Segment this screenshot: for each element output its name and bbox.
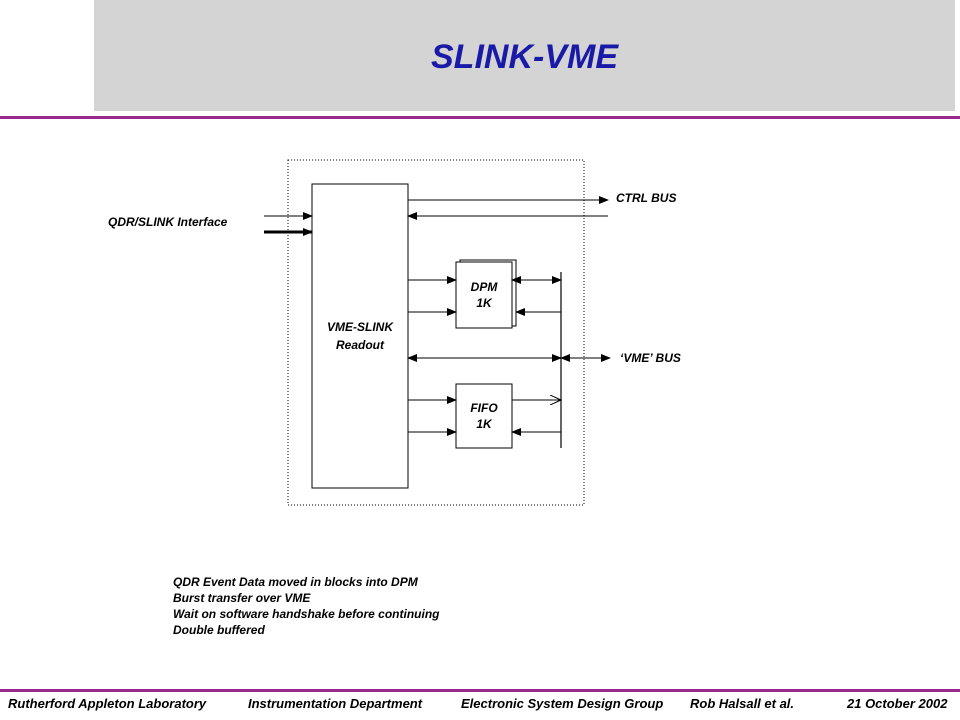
- fifo-block: [455, 383, 513, 449]
- slide-title: SLINK-VME: [431, 38, 618, 76]
- title-band: [94, 0, 955, 111]
- qdr-slink-interface-label: QDR/SLINK Interface: [108, 215, 228, 229]
- fifo-label-line1: FIFO: [470, 401, 498, 415]
- dpm-block: [455, 261, 513, 329]
- note-item: Double buffered: [173, 623, 265, 637]
- vme-bus-label: ‘VME’ BUS: [620, 351, 681, 365]
- enclosure-border: [287, 159, 585, 506]
- readout-label-line2: Readout: [336, 338, 385, 352]
- note-item: Burst transfer over VME: [173, 591, 311, 605]
- bottom-divider: [0, 689, 960, 692]
- footer-lab: Rutherford Appleton Laboratory: [8, 696, 207, 711]
- footer-group: Electronic System Design Group: [461, 696, 664, 711]
- footer-author: Rob Halsall et al.: [690, 696, 795, 711]
- footer-department: Instrumentation Department: [248, 696, 423, 711]
- top-divider: [0, 116, 960, 119]
- dpm-label-line1: DPM: [471, 280, 499, 294]
- note-item: Wait on software handshake before contin…: [173, 607, 440, 621]
- vme-slink-readout-block: [311, 183, 409, 489]
- notes-list: QDR Event Data moved in blocks into DPM …: [173, 574, 439, 638]
- ctrl-bus-label: CTRL BUS: [616, 191, 676, 205]
- footer-date: 21 October 2002: [847, 696, 948, 711]
- readout-label-line1: VME-SLINK: [327, 320, 394, 334]
- note-item: QDR Event Data moved in blocks into DPM: [173, 575, 418, 589]
- fifo-label-line2: 1K: [476, 417, 493, 431]
- dpm-label-line2: 1K: [476, 296, 493, 310]
